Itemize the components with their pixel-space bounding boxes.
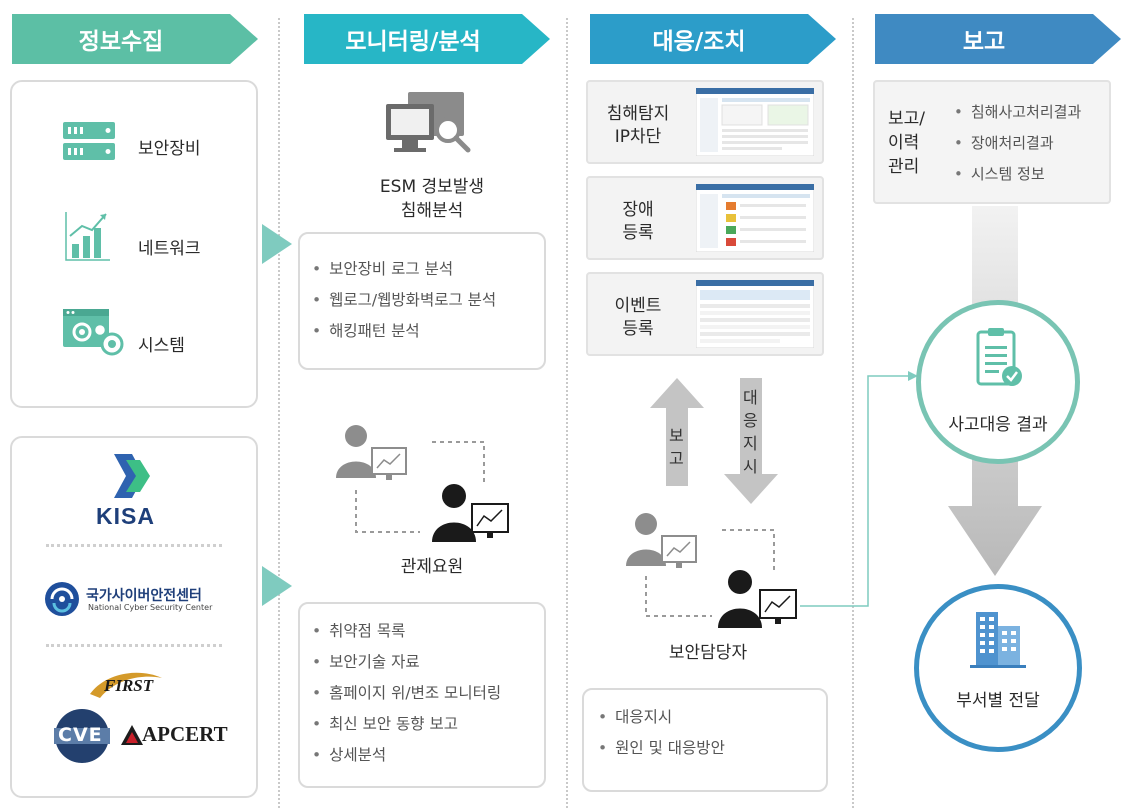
fault-screen-thumbnail xyxy=(696,184,814,252)
intrusion-screen-thumbnail xyxy=(696,88,814,156)
header-monitor-label: 모니터링/분석 xyxy=(345,29,481,55)
command-down-label-1: 대 xyxy=(743,388,758,407)
kisa-logo-text: KISA xyxy=(96,503,155,529)
esm-analysis-list: 보안장비 로그 분석 웹로그/웹방화벽로그 분석 해킹패턴 분석 xyxy=(312,254,496,347)
ncsc-name-ko: 국가사이버안전센터 xyxy=(86,588,202,604)
org-divider-2 xyxy=(46,644,222,647)
list-item: 보안기술 자료 xyxy=(312,647,501,678)
esm-analysis-title: 침해분석 xyxy=(400,201,464,221)
card-intrusion-label-1: 침해탐지 xyxy=(606,104,670,124)
report-history-list: 침해사고처리결과 장애처리결과 시스템 정보 xyxy=(954,97,1081,190)
header-collect-label: 정보수집 xyxy=(78,29,164,55)
staff-label: 관제요원 xyxy=(400,557,464,577)
staff-task-list: 취약점 목록 보안기술 자료 홈페이지 위/변조 모니터링 최신 보안 동향 보… xyxy=(312,616,501,771)
list-item: 최신 보안 동향 보고 xyxy=(312,709,501,740)
card-event-label-1: 이벤트 xyxy=(614,296,662,316)
esm-alert-title: ESM 경보발생 xyxy=(379,177,485,197)
separator-3 xyxy=(852,18,854,808)
result-connector-line xyxy=(800,371,918,607)
header-report: 보고 xyxy=(875,14,1121,64)
monitor-search-icon xyxy=(386,92,471,153)
card-event-label-2: 등록 xyxy=(622,319,654,339)
officer-figures-icon xyxy=(626,513,797,628)
report-history-label-3: 관리 xyxy=(888,157,920,177)
separator-1 xyxy=(278,18,280,808)
command-down-label-3: 지 xyxy=(743,434,758,453)
list-item: 웹로그/웹방화벽로그 분석 xyxy=(312,285,496,316)
card-intrusion-label-2: IP차단 xyxy=(614,127,662,147)
officer-label: 보안담당자 xyxy=(668,643,748,663)
kisa-logo-mark xyxy=(114,454,150,498)
collect-sources-panel xyxy=(10,80,258,408)
list-item: 침해사고처리결과 xyxy=(954,97,1081,128)
ncsc-logo-mark xyxy=(45,582,79,616)
staff-figures-icon xyxy=(336,425,509,542)
apcert-logo-mark xyxy=(121,725,143,745)
list-item: 취약점 목록 xyxy=(312,616,501,647)
network-chart-icon xyxy=(65,212,110,261)
command-down-label-2: 응 xyxy=(743,411,758,430)
separator-2 xyxy=(566,18,568,808)
event-screen-thumbnail xyxy=(696,280,814,348)
list-item: 원인 및 대응방안 xyxy=(598,733,725,764)
list-item: 홈페이지 위/변조 모니터링 xyxy=(312,678,501,709)
report-history-label-1: 보고/ xyxy=(888,109,926,129)
collect-item-network: 네트워크 xyxy=(138,239,201,259)
first-logo-swoosh xyxy=(90,672,162,698)
cve-logo-text: CVE xyxy=(58,724,103,746)
list-item: 대응지시 xyxy=(598,702,725,733)
report-history-label-2: 이력 xyxy=(888,133,920,153)
system-gear-icon xyxy=(63,309,124,356)
report-up-label-1: 보 xyxy=(669,426,684,445)
list-item: 보안장비 로그 분석 xyxy=(312,254,496,285)
cve-logo-circle xyxy=(54,709,110,763)
flow-arrow-1 xyxy=(262,224,292,264)
command-down-label-4: 시 xyxy=(743,457,758,476)
ncsc-name-en: National Cyber Security Center xyxy=(88,603,213,612)
report-up-label-2: 고 xyxy=(669,449,684,468)
list-item: 장애처리결과 xyxy=(954,128,1081,159)
clipboard-check-icon xyxy=(976,328,1022,386)
list-item: 상세분석 xyxy=(312,740,501,771)
header-monitor: 모니터링/분석 xyxy=(304,14,550,64)
department-delivery-label: 부서별 전달 xyxy=(956,691,1040,711)
server-icon xyxy=(63,122,115,160)
incident-result-label: 사고대응 결과 xyxy=(948,415,1048,435)
header-response-label: 대응/조치 xyxy=(652,29,746,55)
officer-action-list: 대응지시 원인 및 대응방안 xyxy=(598,702,725,764)
first-logo-text: FIRST xyxy=(104,676,154,695)
building-icon xyxy=(970,612,1026,668)
card-fault-label-1: 장애 xyxy=(622,200,654,220)
header-response: 대응/조치 xyxy=(590,14,836,64)
flow-arrow-2 xyxy=(262,566,292,606)
card-fault-label-2: 등록 xyxy=(622,223,654,243)
org-divider-1 xyxy=(46,544,222,547)
header-collect: 정보수집 xyxy=(12,14,258,64)
command-down-arrow-icon xyxy=(724,378,778,504)
apcert-logo-text: APCERT xyxy=(142,722,228,746)
list-item: 시스템 정보 xyxy=(954,159,1081,190)
header-report-label: 보고 xyxy=(962,29,1006,55)
list-item: 해킹패턴 분석 xyxy=(312,316,496,347)
collect-item-security: 보안장비 xyxy=(138,139,201,159)
collect-item-system: 시스템 xyxy=(138,336,185,356)
report-up-arrow-icon xyxy=(650,378,704,486)
